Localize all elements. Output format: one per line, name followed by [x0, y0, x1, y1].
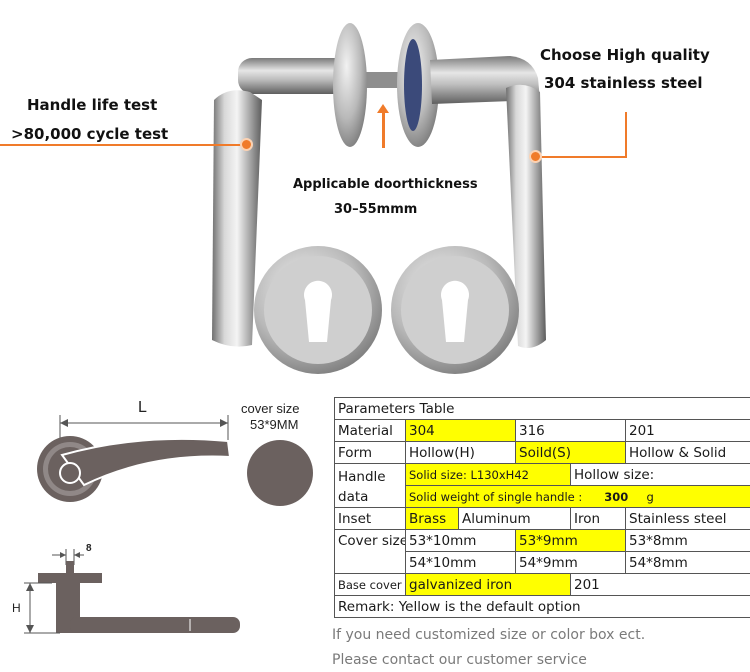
table-row: Handle data Solid size: L130xH42 Hollow … — [334, 463, 750, 508]
material-201: 201 — [624, 419, 750, 442]
inset-brass: Brass — [405, 507, 459, 530]
cover-54-9: 54*9mm — [515, 551, 626, 574]
material-label: Material — [334, 419, 406, 442]
parameters-table: Parameters Table Material 304 316 201 Fo… — [333, 397, 750, 618]
table-row: Remark: Yellow is the default option — [333, 595, 750, 618]
table-row: 54*10mm 54*9mm 54*8mm — [335, 551, 750, 574]
door-thickness-title: Applicable doorthickness — [293, 177, 478, 192]
material-316: 316 — [515, 419, 626, 442]
door-pointer-arrow — [377, 104, 389, 113]
life-test-title: Handle life test — [27, 96, 158, 114]
material-304: 304 — [405, 419, 516, 442]
cover-size-value: 53*9MM — [250, 417, 299, 432]
table-row: Solid weight of single handle : 300 g — [335, 485, 750, 508]
cover-53-8: 53*8mm — [624, 529, 750, 552]
base-galvanized: galvanized iron — [405, 573, 571, 596]
product-photo: Handle life test >80,000 cycle test Appl… — [0, 23, 710, 374]
cover-53-10: 53*10mm — [405, 529, 516, 552]
form-hollow: Hollow(H) — [405, 441, 516, 464]
table-row: Cover size 53*10mm 53*9mm 53*8mm — [334, 529, 750, 574]
quality-pointer-dot — [529, 150, 542, 163]
life-test-value: >80,000 cycle test — [11, 125, 169, 143]
cover-54-8: 54*8mm — [624, 551, 750, 574]
quality-title: Choose High quality — [540, 46, 710, 64]
door-thickness-value: 30–55mmm — [334, 202, 418, 217]
hollow-size: Hollow size: — [569, 463, 750, 486]
quality-pointer-horizontal — [538, 156, 627, 158]
handle-dimension-drawing — [24, 415, 313, 634]
length-label: L — [138, 399, 147, 416]
cover-53-9: 53*9mm — [515, 529, 626, 552]
remark: Remark: Yellow is the default option — [333, 595, 750, 618]
height-label: H — [12, 601, 21, 615]
cover-size-label: cover size — [241, 401, 300, 416]
base-cover-label: Base cover — [334, 573, 406, 596]
table-row: Base cover galvanized iron 201 — [334, 573, 750, 596]
lever-handle-illustration — [212, 23, 546, 374]
form-hollow-solid: Hollow & Solid — [624, 441, 750, 464]
table-row: Form Hollow(H) Soild(S) Hollow & Solid — [334, 441, 750, 464]
door-pointer-line — [382, 108, 385, 148]
quality-pointer-vertical — [625, 112, 627, 158]
table-row: Inset Brass Aluminum Iron Stainless stee… — [334, 507, 750, 530]
solid-size: Solid size: L130xH42 — [405, 463, 571, 486]
inset-label: Inset — [334, 507, 406, 530]
table-row: Material 304 316 201 — [334, 419, 750, 442]
life-test-pointer-line — [0, 144, 248, 146]
cover-54-10: 54*10mm — [405, 551, 516, 574]
life-test-pointer-dot — [240, 138, 253, 151]
inset-aluminum: Aluminum — [458, 507, 571, 530]
cover-size-row-label: Cover size — [334, 529, 406, 574]
solid-weight: Solid weight of single handle : 300 g — [404, 485, 750, 508]
inset-stainless: Stainless steel — [624, 507, 750, 530]
quality-value: 304 stainless steel — [544, 74, 703, 92]
width-label: 8 — [86, 543, 92, 554]
base-201: 201 — [569, 573, 750, 596]
form-label: Form — [334, 441, 406, 464]
contact-note: Please contact our customer service — [332, 652, 587, 668]
table-title: Parameters Table — [333, 397, 750, 420]
table-row: Parameters Table — [333, 397, 750, 420]
inset-iron: Iron — [570, 507, 626, 530]
form-solid: Soild(S) — [515, 441, 626, 464]
handle-data-label: Handle data — [334, 463, 406, 508]
customization-note: If you need customized size or color box… — [332, 627, 646, 643]
dimension-diagram: L cover size 53*9MM 8 H — [0, 395, 333, 672]
